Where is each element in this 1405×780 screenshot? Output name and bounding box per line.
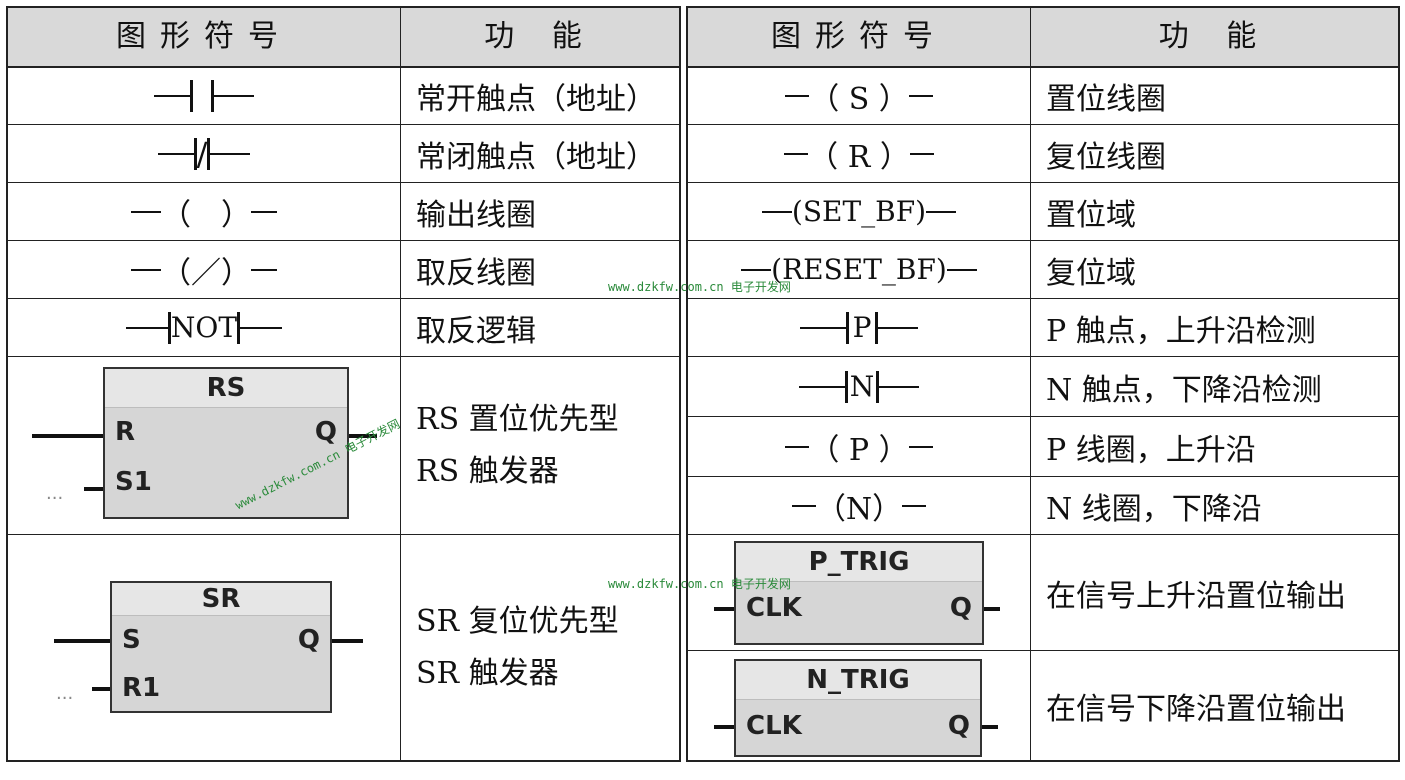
watermark: www.dzkfw.com.cn 电子开发网 [608, 577, 791, 591]
function-n-contact: N 触点，下降沿检测 [1046, 372, 1322, 408]
symbol-set-bf: (SET_BF) [688, 183, 1030, 240]
function-no-contact: 常开触点（地址） [416, 81, 656, 117]
symbol-rs-block: ... RS R S1 Q [8, 357, 400, 534]
symbol-p-contact: P [688, 299, 1030, 356]
right-table-header: 图形符号 功 能 [688, 8, 1398, 68]
symbol-p-coil: （ P ） [688, 417, 1030, 476]
function-nc-contact: 常闭触点（地址） [416, 139, 656, 175]
function-n-coil: N 线圈，下降沿 [1046, 491, 1262, 527]
symbol-nc-contact: / [8, 125, 400, 182]
function-p-coil: P 线圈，上升沿 [1046, 432, 1256, 468]
symbol-n-trig-block: N_TRIG CLK Q [688, 651, 1030, 760]
function-reset-coil: 复位线圈 [1046, 139, 1166, 175]
symbol-negated-coil: （／） [8, 241, 400, 298]
p-trig-block: P_TRIG CLK Q [734, 541, 984, 645]
symbol-sr-block: ... SR S R1 Q [8, 535, 400, 760]
header-function: 功 能 [1158, 19, 1271, 54]
n-trig-block: N_TRIG CLK Q [734, 659, 982, 757]
symbol-n-coil: （N） [688, 477, 1030, 534]
left-table: 图形符号 功 能 常开触点（地址） / 常闭触点（地址） （ ） 输出线圈 （／… [6, 6, 681, 762]
symbol-set-coil: （ S ） [688, 67, 1030, 124]
header-function: 功 能 [484, 19, 596, 54]
function-set-coil: 置位线圈 [1046, 81, 1166, 117]
symbol-no-contact [8, 67, 400, 124]
function-n-trig: 在信号下降沿置位输出 [1046, 691, 1346, 727]
rs-block: RS R S1 Q [103, 367, 349, 519]
watermark: www.dzkfw.com.cn 电子开发网 [608, 280, 791, 294]
left-table-header: 图形符号 功 能 [8, 8, 679, 68]
symbol-n-contact: N [688, 357, 1030, 416]
function-output-coil: 输出线圈 [416, 197, 536, 233]
symbol-reset-bf: (RESET_BF) [688, 241, 1030, 298]
function-sr-block: SR 复位优先型 SR 触发器 [416, 603, 619, 691]
symbol-output-coil: （ ） [8, 183, 400, 240]
function-p-trig: 在信号上升沿置位输出 [1046, 578, 1346, 614]
function-set-bf: 置位域 [1046, 197, 1136, 233]
sr-block: SR S R1 Q [110, 581, 332, 713]
symbol-not: NOT [8, 299, 400, 356]
right-table: 图形符号 功 能 （ S ） 置位线圈 （ R ） 复位线圈 (SET_BF) … [686, 6, 1400, 762]
function-reset-bf: 复位域 [1046, 255, 1136, 291]
function-rs-block: RS 置位优先型 RS 触发器 [416, 401, 619, 489]
header-symbol: 图形符号 [771, 19, 947, 54]
header-symbol: 图形符号 [116, 19, 292, 54]
function-negated-coil: 取反线圈 [416, 255, 536, 291]
symbol-p-trig-block: P_TRIG CLK Q [688, 535, 1030, 650]
symbol-reset-coil: （ R ） [688, 125, 1030, 182]
function-not: 取反逻辑 [416, 313, 536, 349]
function-p-contact: P 触点，上升沿检测 [1046, 313, 1316, 349]
